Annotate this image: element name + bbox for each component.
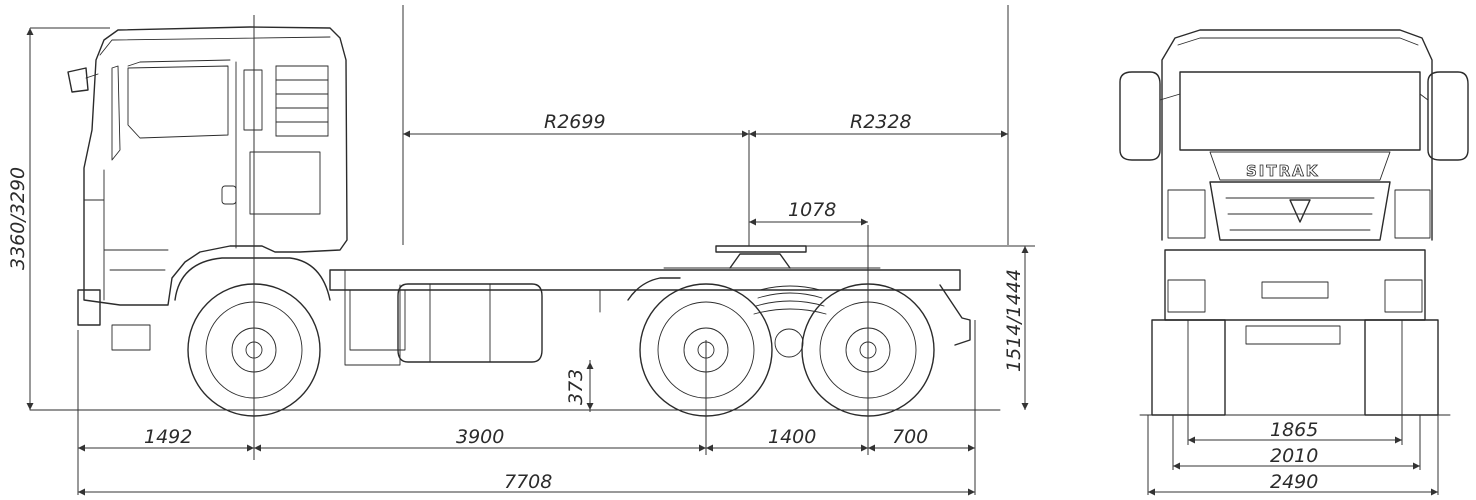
front-cab-outline <box>1161 29 1433 241</box>
dim-overall-width: 2490 <box>1270 471 1318 493</box>
front-bumper-view <box>1164 249 1426 321</box>
front-left-tyre <box>1151 319 1226 416</box>
cab-outline <box>83 26 348 306</box>
fuel-tank <box>397 283 543 363</box>
front-bumper <box>77 289 101 326</box>
front-right-tyre <box>1364 319 1439 416</box>
dim-turning-radius-front: R2699 <box>544 111 606 133</box>
dim-height-total: 3360/3290 <box>7 167 29 270</box>
dim-track-outer: 2010 <box>1270 445 1318 467</box>
left-mirror <box>1119 71 1161 161</box>
side-view-dimensions <box>26 5 1035 496</box>
dim-fifth-wheel-offset: 1078 <box>788 199 836 221</box>
left-headlight <box>1167 189 1206 239</box>
front-view-dimensions <box>1147 415 1439 496</box>
cab-vent-grille <box>275 65 329 137</box>
dim-fifth-wheel-height: 1514/1444 <box>1003 269 1025 372</box>
chassis-frame <box>329 269 961 291</box>
brand-logo-text: SITRAK <box>1246 162 1319 180</box>
right-mirror <box>1427 71 1469 161</box>
front-windshield <box>1179 71 1421 151</box>
dim-ground-clearance: 373 <box>565 369 587 405</box>
front-view-truck: SITRAK <box>1119 29 1469 416</box>
dim-turning-radius-rear: R2328 <box>850 111 912 133</box>
leaf-spring <box>753 285 827 315</box>
side-window <box>127 65 229 139</box>
dim-rear-overhang: 700 <box>892 426 928 448</box>
dim-track-inner: 1865 <box>1270 419 1318 441</box>
windshield <box>111 65 121 161</box>
front-grille <box>1209 181 1391 241</box>
dim-front-overhang: 1492 <box>144 426 192 448</box>
dim-overall-length: 7708 <box>504 471 552 493</box>
dim-wheelbase-rear: 1400 <box>768 426 816 448</box>
side-mirror <box>67 67 89 93</box>
dim-wheelbase-front: 3900 <box>456 426 504 448</box>
fifth-wheel <box>715 245 807 253</box>
right-headlight <box>1394 189 1431 239</box>
